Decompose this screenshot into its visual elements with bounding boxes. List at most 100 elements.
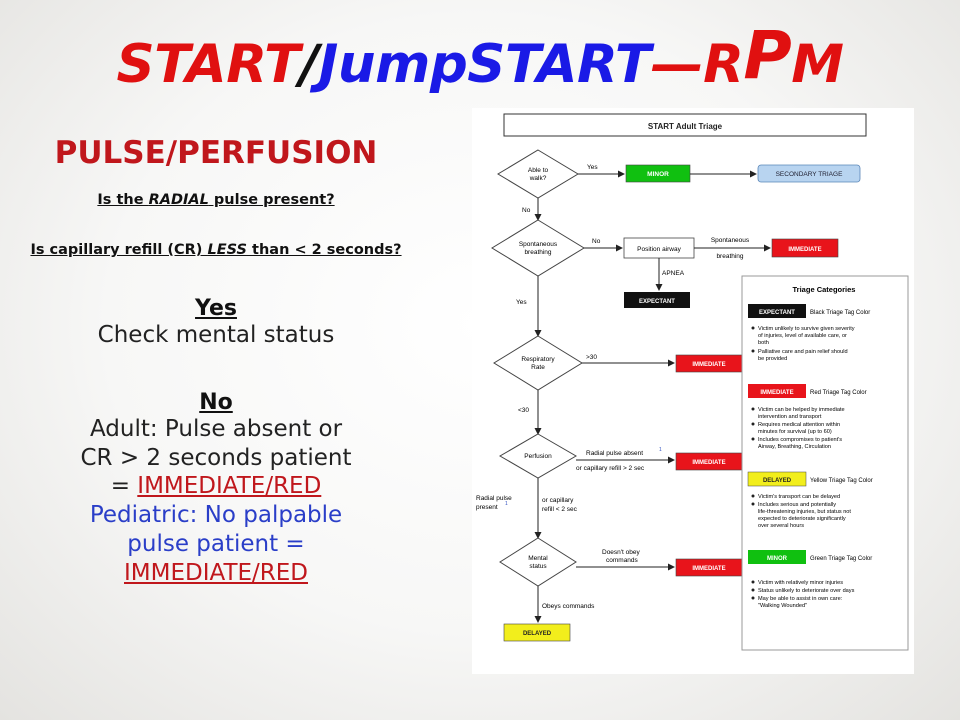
- title-r: R: [703, 34, 744, 95]
- lbl-yes-walk: Yes: [587, 164, 598, 171]
- ped-result-line: IMMEDIATE/RED: [0, 559, 432, 588]
- title-slash: /: [299, 34, 319, 95]
- radial-present-2: present: [476, 504, 498, 511]
- slide-title: START/JumpSTART—RPM: [0, 19, 960, 97]
- del-b2c: expected to deteriorate significantly: [758, 516, 846, 522]
- d-perf: Perfusion: [524, 453, 552, 460]
- cat-delayed-color: Yellow Triage Tag Color: [810, 478, 873, 484]
- exp-b2: Palliative care and pain relief should: [758, 349, 848, 355]
- d-mental-2: status: [529, 563, 547, 570]
- tag-immediate-4-text: IMMEDIATE: [692, 566, 725, 572]
- cat-delayed-tag: [747, 471, 807, 487]
- min-b1: Victim with relatively minor injuries: [758, 580, 843, 586]
- min-b2: Status unlikely to deteriorate over days: [758, 588, 855, 594]
- d-breath-2: breathing: [524, 249, 551, 256]
- min-b3: May be able to assist in own care:: [758, 596, 843, 602]
- tag-immediate-3-text: IMMEDIATE: [692, 460, 725, 466]
- radial-absent-label: Radial pulse absent: [586, 450, 643, 457]
- adult-eq: =: [110, 473, 138, 500]
- tag-expectant-1-text: EXPECTANT: [639, 299, 675, 305]
- cat-delayed-tag-text: DELAYED: [763, 478, 792, 484]
- diamond-breathing: [491, 219, 585, 277]
- yes-text: Check mental status: [97, 322, 335, 349]
- question-radial: Is the RADIAL pulse present?: [0, 192, 432, 208]
- q1-post: pulse present?: [208, 192, 335, 209]
- d-resp-2: Rate: [531, 364, 545, 371]
- lbl-no-walk: No: [522, 207, 531, 214]
- del-b2d: over several hours: [758, 523, 804, 529]
- cat-expectant-color: Black Triage Tag Color: [810, 310, 870, 316]
- del-b2b: life-threatening injuries, but status no…: [758, 509, 851, 515]
- min-b3b: "Walking Wounded": [758, 603, 807, 609]
- diamond-walk: [497, 149, 579, 199]
- cat-immediate-tag: [748, 384, 806, 398]
- cap-lt2-2: refill < 2 sec: [542, 506, 578, 513]
- lbl-yes-breath: Yes: [516, 299, 527, 306]
- d-breath-1: Spontaneous: [519, 241, 558, 248]
- tag-immediate-1: [771, 238, 839, 258]
- imm-b2b: minutes for survival (up to 60): [758, 429, 832, 435]
- sup-1: 1: [659, 447, 662, 453]
- q1-em: RADIAL: [148, 192, 209, 209]
- title-start: START: [116, 34, 300, 95]
- tag-delayed-1: [503, 623, 571, 642]
- ped-line-1: Pediatric: No palpable: [89, 502, 343, 529]
- section-heading: PULSE/PERFUSION: [54, 135, 378, 171]
- title-dash: —: [650, 34, 704, 95]
- gt30-label: >30: [586, 354, 597, 361]
- flow-header: START Adult Triage: [648, 122, 723, 131]
- not-obey-2: commands: [606, 557, 639, 564]
- bullet: [751, 437, 755, 441]
- bullet: [751, 580, 755, 584]
- bullet: [751, 502, 755, 506]
- cat-minor-tag: [748, 550, 806, 564]
- diamond-respiratory: [493, 335, 583, 391]
- categories-box: [741, 275, 909, 651]
- cat-minor-tag-text: MINOR: [767, 556, 788, 562]
- q1-pre: Is the: [97, 192, 149, 209]
- cat-minor-color: Green Triage Tag Color: [810, 556, 872, 562]
- ped-result: IMMEDIATE/RED: [124, 559, 308, 586]
- cat-title: Triage Categories: [793, 285, 856, 294]
- flowchart-svg: START Adult Triage Able to walk? Yes MIN…: [476, 113, 909, 651]
- spont-1: Spontaneous: [711, 237, 750, 244]
- d-walk-1: Able to: [528, 167, 549, 174]
- yes-label: Yes: [195, 296, 237, 322]
- cat-immediate-color: Red Triage Tag Color: [810, 390, 867, 396]
- q2-post: than < 2 seconds?: [246, 242, 402, 259]
- tag-immediate-2-text: IMMEDIATE: [692, 362, 725, 368]
- title-m: M: [791, 34, 844, 95]
- bullet: [751, 349, 755, 353]
- exp-b1c: both: [758, 340, 769, 346]
- d-mental-1: Mental: [528, 555, 548, 562]
- del-b2: Includes serious and potentially: [758, 502, 836, 508]
- no-label: No: [199, 389, 233, 415]
- adult-result-line: = IMMEDIATE/RED: [0, 472, 432, 501]
- triage-flowchart: START Adult Triage Able to walk? Yes MIN…: [472, 108, 914, 674]
- exp-b1: Victim unlikely to survive given severit…: [758, 326, 855, 332]
- tag-delayed-1-text: DELAYED: [523, 631, 552, 637]
- imm-b2: Requires medical attention within: [758, 422, 840, 428]
- adult-result: IMMEDIATE/RED: [137, 473, 322, 500]
- secondary-triage-box: [757, 164, 861, 183]
- imm-b1b: intervention and transport: [758, 414, 822, 420]
- ped-line-2: pulse patient =: [127, 530, 305, 557]
- secondary-text: SECONDARY TRIAGE: [776, 171, 843, 178]
- adult-line-2: CR > 2 seconds patient: [80, 444, 352, 471]
- sup-1b: 1: [505, 501, 508, 507]
- title-p: P: [743, 17, 792, 94]
- bullet: [751, 596, 755, 600]
- d-walk-2: walk?: [529, 175, 547, 182]
- bullet: [751, 326, 755, 330]
- header-box: [503, 113, 867, 137]
- exp-b2b: be provided: [758, 356, 787, 362]
- apnea-label: APNEA: [662, 270, 685, 277]
- exp-b1b: of injuries, level of available care, or: [758, 333, 847, 339]
- imm-b1: Victim can be helped by immediate: [758, 407, 845, 413]
- tag-immediate-1-text: IMMEDIATE: [788, 247, 821, 253]
- cat-expectant-tag-text: EXPECTANT: [759, 310, 795, 316]
- diamond-mental: [499, 537, 577, 587]
- q2-pre: Is capillary refill (CR): [30, 242, 208, 259]
- del-b1: Victim's transport can be delayed: [758, 494, 840, 500]
- tag-expectant-1: [624, 292, 690, 308]
